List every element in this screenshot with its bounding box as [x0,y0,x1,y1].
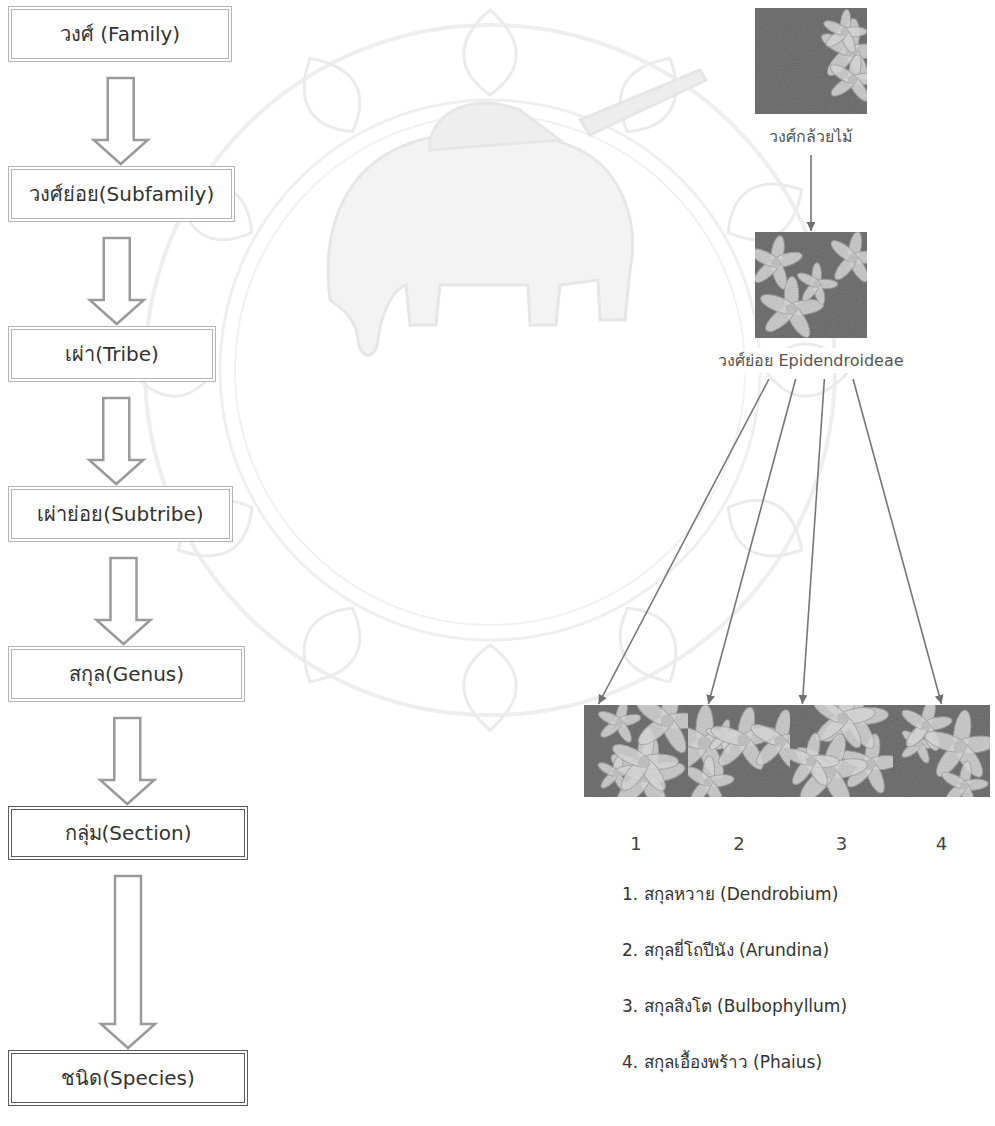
photo-caption: วงศ์กล้วยไม้ [766,124,856,149]
genus-photo: 1 [584,705,688,854]
connector-arrow [708,379,795,704]
photo-grain [755,8,867,114]
orchid-photo [790,705,893,797]
seal-elephant [328,70,706,355]
callout-number: 3 [836,833,847,854]
orchid-photo [893,705,990,797]
genus-list-item: 2. สกุลยี่โถปีนัง (Arundina) [622,936,829,963]
connector-arrow [853,379,941,704]
rank-label: เผ่าย่อย(Subtribe) [37,498,203,530]
orchid-photo [755,232,867,338]
rank-box: วงศ์ย่อย(Subfamily) [8,166,235,222]
photo-grain [755,232,867,338]
orchid-photo [755,8,867,114]
rank-box: วงศ์ (Family) [8,6,232,62]
hollow-block-arrow [89,398,143,484]
rank-box: ชนิด(Species) [8,1050,248,1106]
rank-label: เผ่า(Tribe) [65,338,159,370]
hollow-block-arrow [97,558,151,644]
genus-list-item: 1. สกุลหวาย (Dendrobium) [622,880,838,907]
rank-label: สกุล(Genus) [69,658,184,690]
rank-box: เผ่าย่อย(Subtribe) [8,486,233,542]
photo-ground [893,705,990,797]
taxon-photo: วงศ์ย่อย Epidendroideae [715,232,906,373]
rank-label: วงศ์ย่อย(Subfamily) [29,178,214,210]
genus-list-item: 3. สกุลสิงโต (Bulbophyllum) [622,992,847,1019]
orchid-photo [688,705,790,797]
connector-arrow [810,155,812,231]
rank-label: กลุ่ม(Section) [65,817,192,849]
genus-list-item: 4. สกุลเอื้องพร้าว (Phaius) [622,1048,822,1075]
genus-photo: 3 [790,705,893,854]
hollow-block-arrow [90,238,144,324]
genus-photo: 4 [893,705,990,854]
rank-box: กลุ่ม(Section) [8,806,248,860]
photo-caption: วงศ์ย่อย Epidendroideae [715,348,906,373]
taxon-photo: วงศ์กล้วยไม้ [755,8,867,149]
photo-ground [755,232,867,338]
orchid-photo [584,705,688,797]
rank-label: วงศ์ (Family) [60,18,180,50]
photo-grain [893,705,990,797]
photo-ground [790,705,893,797]
photo-grain [790,705,893,797]
rank-box: เผ่า(Tribe) [8,326,216,382]
hollow-block-arrow [100,718,154,804]
photo-grain [688,705,790,797]
genus-photo: 2 [688,705,790,854]
callout-number: 1 [630,833,641,854]
rank-box: สกุล(Genus) [8,646,245,702]
connector-arrow [802,379,824,704]
connector-arrow [599,379,769,704]
photo-grain [584,705,688,797]
callout-number: 4 [936,833,947,854]
callout-number: 2 [733,833,744,854]
hollow-block-arrow [101,876,155,1048]
photo-ground [584,705,688,797]
photo-ground [755,8,867,114]
hollow-block-arrow [94,78,148,164]
photo-ground [688,705,790,797]
rank-label: ชนิด(Species) [61,1062,195,1094]
